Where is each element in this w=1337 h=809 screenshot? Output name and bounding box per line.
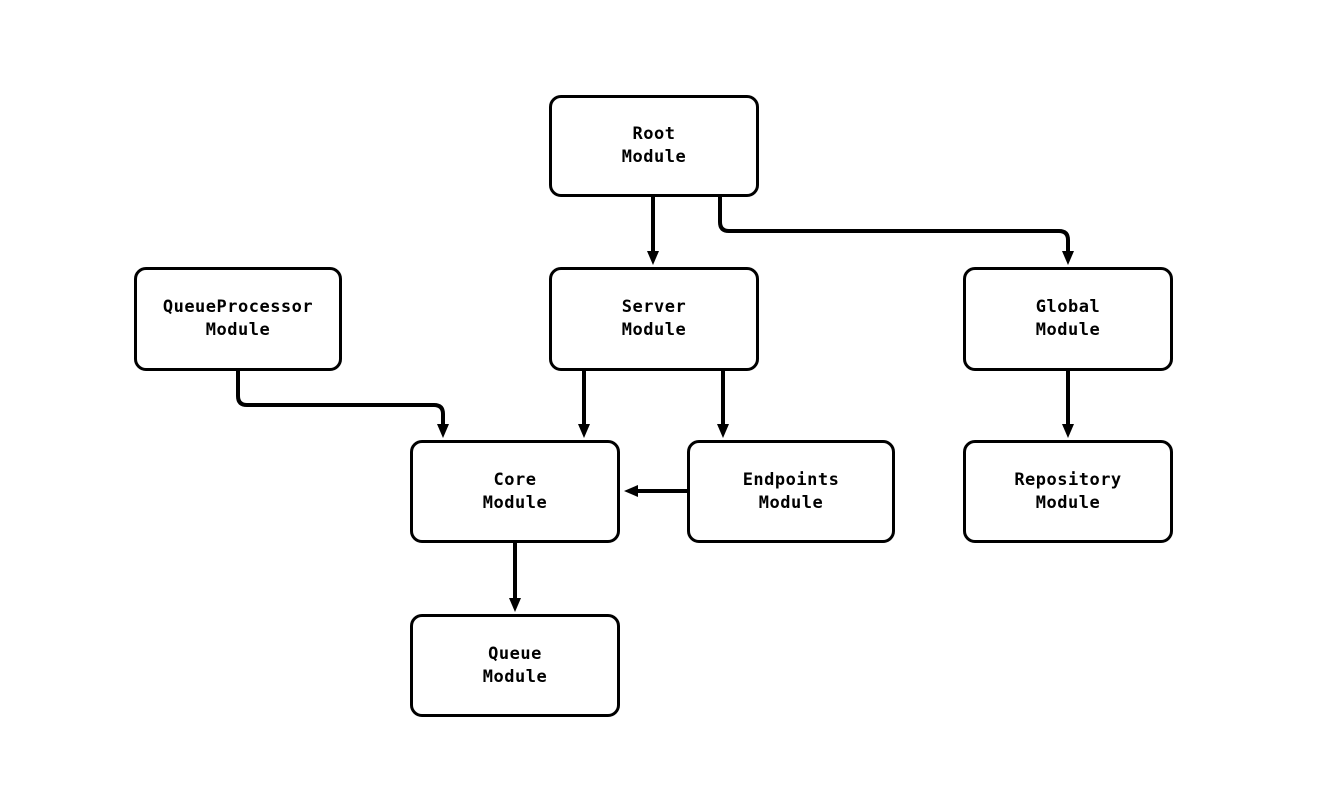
node-queueprocessor-module[interactable]: QueueProcessor Module	[134, 267, 342, 371]
node-core-module-line2: Module	[482, 492, 548, 513]
node-server-module[interactable]: Server Module	[549, 267, 759, 371]
node-server-module-line2: Module	[621, 320, 687, 340]
node-endpoints-module-line2: Module	[758, 492, 824, 513]
node-queue-module[interactable]: Queue Module	[410, 614, 620, 717]
node-repository-module[interactable]: Repository Module	[963, 440, 1173, 543]
edge-root-global	[718, 197, 1074, 265]
node-endpoints-module[interactable]: Endpoints Module	[687, 440, 895, 543]
node-server-module-line1: Server	[621, 297, 687, 317]
node-root-module-line1: Root	[632, 124, 676, 144]
node-global-module[interactable]: Global Module	[963, 267, 1173, 371]
node-core-module[interactable]: Core Module	[410, 440, 620, 543]
node-queueprocessor-module-line2: Module	[205, 320, 271, 340]
edge-queueprocessor-core	[236, 371, 449, 438]
node-queueprocessor-module-line1: QueueProcessor	[162, 297, 314, 317]
node-core-module-line1: Core	[493, 469, 537, 490]
node-global-module-line1: Global	[1035, 297, 1101, 317]
node-global-module-line2: Module	[1035, 320, 1101, 340]
node-root-module-line2: Module	[621, 147, 687, 167]
node-repository-module-line1: Repository	[1014, 469, 1122, 490]
node-endpoints-module-line1: Endpoints	[742, 469, 840, 490]
node-queue-module-line2: Module	[482, 666, 548, 687]
node-queue-module-line1: Queue	[488, 643, 542, 664]
node-root-module[interactable]: Root Module	[549, 95, 759, 197]
node-repository-module-line2: Module	[1035, 492, 1101, 513]
